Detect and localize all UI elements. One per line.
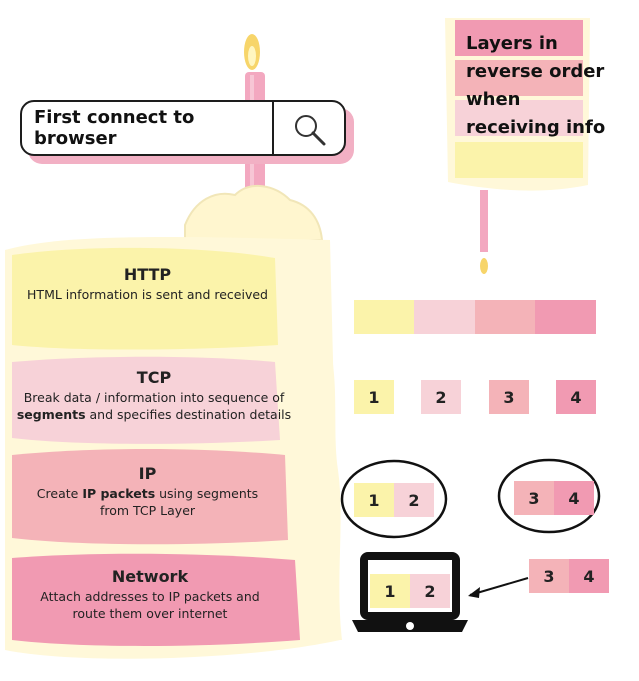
layer-network: Network Attach addresses to IP packets a… bbox=[30, 567, 270, 622]
packet-left-segment-2: 2 bbox=[394, 483, 434, 517]
layer-band-ip bbox=[12, 449, 288, 545]
layer-band-network bbox=[12, 553, 300, 646]
layer-description: Break data / information into sequence o… bbox=[16, 390, 292, 422]
mini-flame-icon bbox=[480, 258, 488, 274]
search-bar[interactable]: First connect to browser bbox=[20, 100, 346, 156]
layer-description: Create IP packets using segments from TC… bbox=[36, 486, 259, 518]
layer-band-tcp bbox=[12, 356, 280, 444]
laptop-segment-2: 2 bbox=[410, 574, 450, 608]
search-divider bbox=[272, 102, 274, 154]
laptop-segment-1: 1 bbox=[370, 574, 410, 608]
packet-right-segment-4: 4 bbox=[554, 481, 594, 515]
layer-title: HTTP bbox=[123, 265, 172, 284]
packet-left-segment-1: 1 bbox=[354, 483, 394, 517]
layer-ip: IP Create IP packets using segments from… bbox=[30, 464, 265, 519]
layer-title: Network bbox=[111, 567, 189, 586]
arrow-icon bbox=[468, 577, 529, 598]
layer-tcp: TCP Break data / information into sequen… bbox=[15, 368, 293, 423]
segment-2: 2 bbox=[421, 380, 461, 414]
segment-3: 3 bbox=[489, 380, 529, 414]
layer-title: TCP bbox=[136, 368, 172, 387]
layer-band-http bbox=[12, 247, 278, 350]
packet-circle-left bbox=[340, 459, 448, 539]
search-text: First connect to browser bbox=[34, 107, 195, 149]
incoming-segment-4: 4 bbox=[569, 559, 609, 593]
candle-flame-icon bbox=[244, 34, 260, 70]
layer-http: HTTP HTML information is sent and receiv… bbox=[20, 265, 275, 303]
layer-description: Attach addresses to IP packets and route… bbox=[40, 589, 260, 621]
packet-right-segment-3: 3 bbox=[514, 481, 554, 515]
reverse-order-note: Layers in reverse order when receiving i… bbox=[466, 33, 606, 138]
packet-circle-right bbox=[497, 458, 601, 534]
layer-title: IP bbox=[138, 464, 157, 483]
search-icon[interactable] bbox=[292, 112, 328, 148]
laptop-icon bbox=[352, 552, 468, 632]
segment-4: 4 bbox=[556, 380, 596, 414]
segment-1: 1 bbox=[354, 380, 394, 414]
frosting-swirl bbox=[184, 184, 324, 247]
incoming-segment-3: 3 bbox=[529, 559, 569, 593]
layer-description: HTML information is sent and received bbox=[27, 287, 268, 302]
